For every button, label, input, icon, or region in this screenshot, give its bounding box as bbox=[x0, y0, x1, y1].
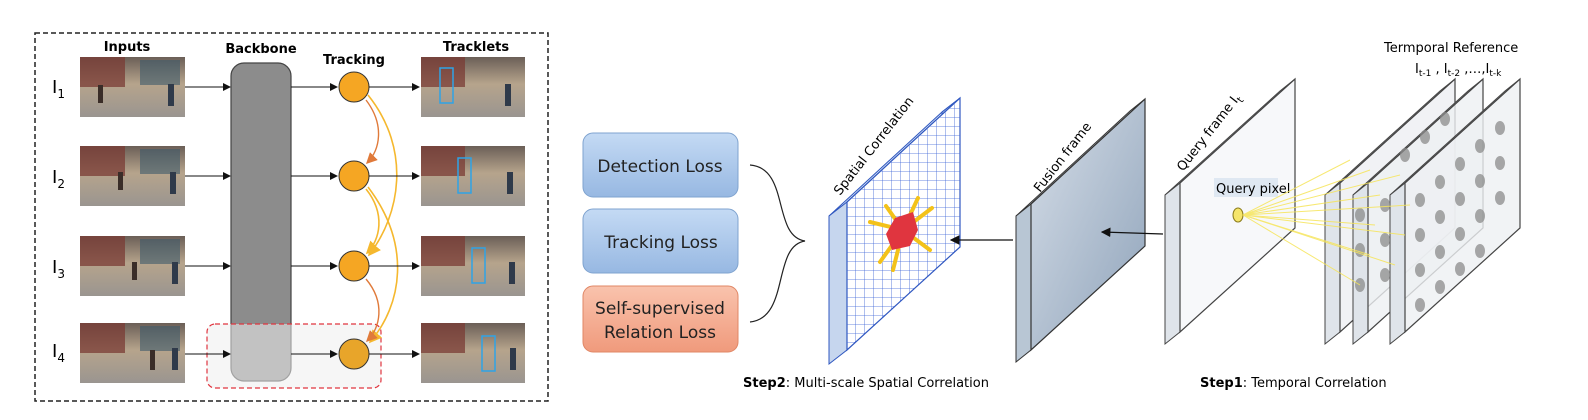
temporal-feature-dots bbox=[1355, 112, 1505, 312]
tracklet-frame-4 bbox=[421, 323, 525, 383]
spatial-correlation-plane: Spatial Correlation bbox=[828, 94, 961, 366]
temporal-reference-title: Termporal Reference bbox=[1383, 41, 1518, 56]
step2-caption: Step2: Multi-scale Spatial Correlation bbox=[743, 376, 989, 391]
temporal-reference-frames: It-1 , It-2 ,…,It-k bbox=[1415, 62, 1502, 79]
tracking-node-4 bbox=[338, 338, 370, 370]
tracking-loss-label: Tracking Loss bbox=[603, 233, 718, 253]
tracklet-frame-2 bbox=[421, 146, 525, 206]
input-thumbnails bbox=[80, 57, 185, 383]
frame-label-4: I4 bbox=[52, 341, 65, 365]
tracklet-frame-1 bbox=[421, 57, 525, 117]
temporal-reference-stack: Termporal Reference It-1 , It-2 ,…,It-k bbox=[1242, 41, 1521, 346]
tracking-node-1 bbox=[338, 71, 370, 103]
fusion-frame-plane: Fusion frame bbox=[1015, 97, 1146, 364]
tracking-links bbox=[365, 94, 399, 344]
tracking-node-3 bbox=[338, 250, 370, 282]
tracking-node-2 bbox=[338, 160, 370, 192]
input-frame-4 bbox=[80, 323, 185, 383]
relation-loss-line2: Relation Loss bbox=[604, 323, 716, 343]
tracking-loss-box bbox=[582, 208, 739, 274]
correlation-hotspot bbox=[886, 212, 918, 250]
tracking-nodes bbox=[338, 71, 370, 370]
query-pixel-label-bg bbox=[1214, 178, 1278, 197]
header-backbone: Backbone bbox=[225, 42, 297, 57]
loss-boxes: Detection Loss Tracking Loss Self-superv… bbox=[582, 132, 806, 353]
header-inputs: Inputs bbox=[104, 40, 151, 55]
query-to-fusion-arrow bbox=[1100, 227, 1164, 238]
tracklet-thumbnails bbox=[421, 57, 525, 383]
relation-loss-line1: Self-supervised bbox=[595, 299, 725, 319]
backbone-arrows bbox=[291, 83, 338, 358]
input-frame-2 bbox=[80, 146, 185, 206]
highlight-region bbox=[206, 323, 382, 389]
detection-loss-label: Detection Loss bbox=[597, 157, 722, 177]
loss-brace bbox=[749, 164, 806, 323]
query-frame-plane: Query frame It Query pixel bbox=[1164, 77, 1296, 346]
input-frame-3 bbox=[80, 236, 185, 296]
frame-label-3: I3 bbox=[52, 257, 65, 281]
temporal-plane-3 bbox=[1389, 77, 1521, 346]
left-panel: Inputs Backbone Tracking Tracklets I1 I2… bbox=[34, 32, 549, 402]
frame-label-1: I1 bbox=[52, 77, 65, 101]
output-arrows bbox=[369, 83, 420, 358]
query-rays bbox=[1242, 159, 1411, 286]
query-pixel-marker bbox=[1232, 207, 1244, 223]
relation-loss-box bbox=[582, 285, 739, 353]
tracklet-frame-3 bbox=[421, 236, 525, 296]
detection-loss-box bbox=[582, 132, 739, 198]
header-tracklets: Tracklets bbox=[443, 40, 509, 55]
header-tracking: Tracking bbox=[323, 53, 385, 68]
frame-label-2: I2 bbox=[52, 167, 65, 191]
query-pixel-label: Query pixel bbox=[1216, 182, 1290, 197]
step1-caption: Step1: Temporal Correlation bbox=[1200, 376, 1387, 391]
input-arrows bbox=[185, 83, 231, 358]
input-frame-1 bbox=[80, 57, 185, 117]
